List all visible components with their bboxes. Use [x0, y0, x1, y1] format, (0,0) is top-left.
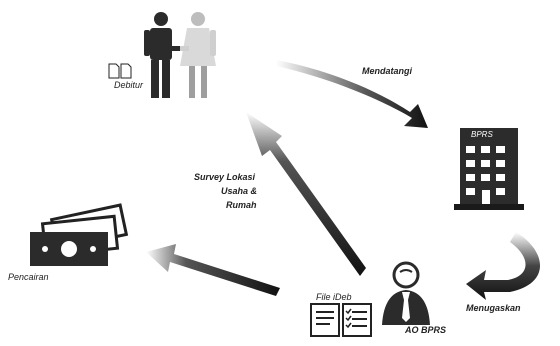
file-ideb-icon: [310, 303, 372, 337]
survey-label-line1: Survey Lokasi: [194, 172, 256, 182]
survey-label-line3: Rumah: [226, 200, 257, 210]
pencairan-label: Pencairan: [8, 272, 49, 282]
bprs-building-icon: [454, 128, 524, 210]
menugaskan-label: Menugaskan: [466, 303, 521, 313]
arrow-survey: [246, 112, 366, 276]
file-ideb-label: File iDeb: [316, 292, 352, 302]
bprs-label: BPRS: [471, 130, 493, 139]
survey-label-line2: Usaha &: [221, 186, 258, 196]
ao-bprs-label: AO BPRS: [405, 325, 447, 335]
document-icon: [108, 63, 132, 79]
arrow-pencairan: [146, 244, 280, 296]
debitur-label: Debitur: [114, 80, 144, 90]
debitur-people-icon: [144, 12, 216, 98]
ao-bprs-person-icon: [382, 261, 430, 325]
mendatangi-label: Mendatangi: [362, 66, 413, 76]
arrow-menugaskan: [466, 232, 541, 300]
arrow-mendatangi: [276, 60, 428, 128]
money-stack-icon: [30, 203, 129, 266]
